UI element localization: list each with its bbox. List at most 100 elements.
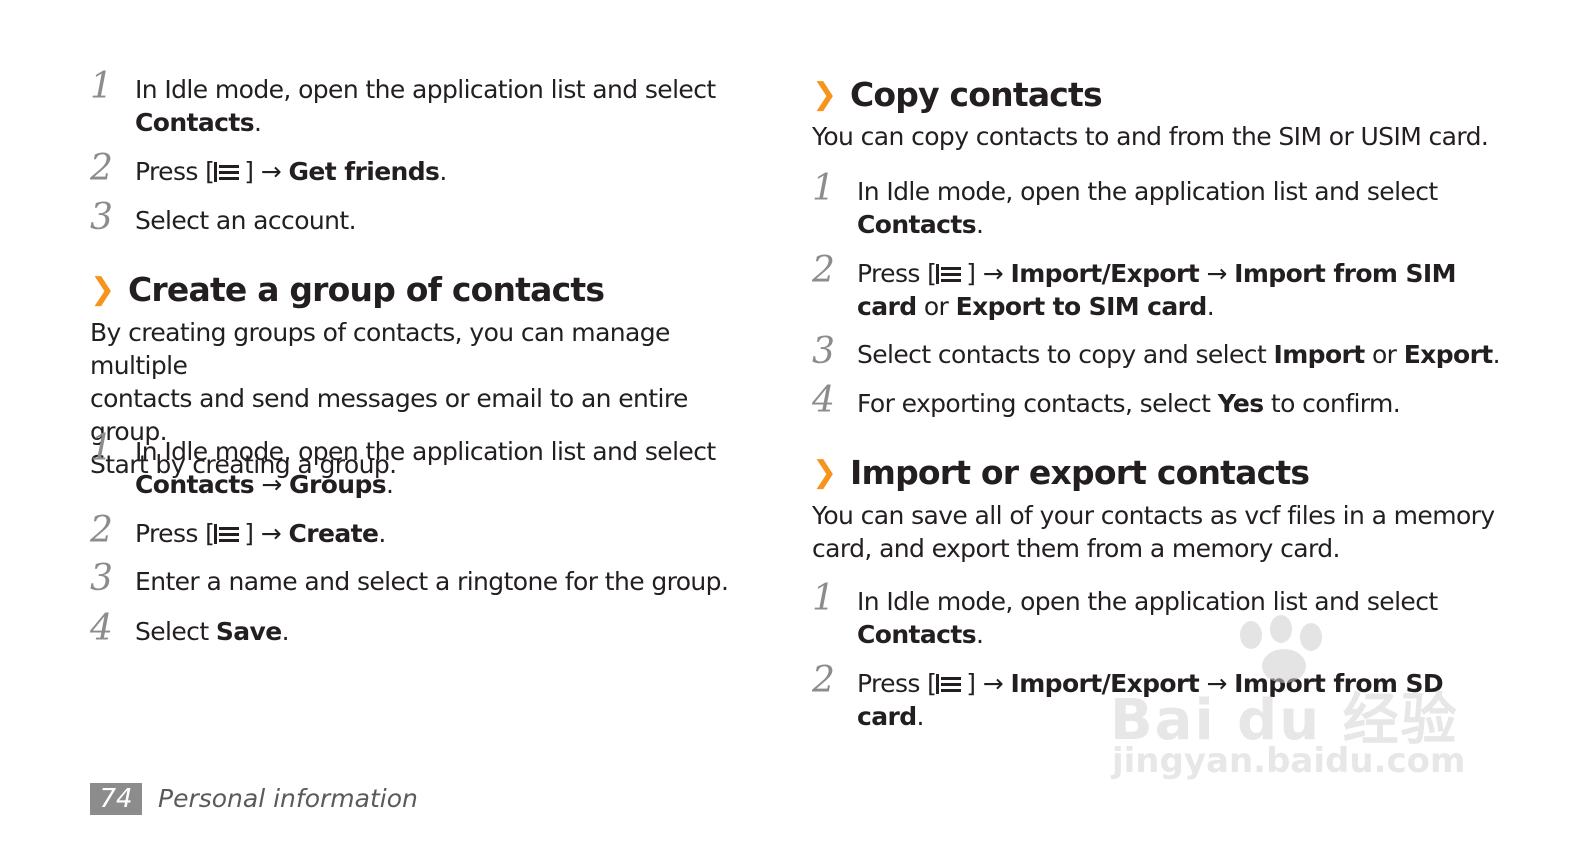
text-run: . xyxy=(254,108,262,137)
section-description: You can copy contacts to and from the SI… xyxy=(812,120,1512,153)
step-text: Enter a name and select a ringtone for t… xyxy=(135,565,750,598)
section-title: Copy contacts xyxy=(850,75,1103,114)
step-number: 1 xyxy=(90,428,113,469)
step-number: 3 xyxy=(90,197,113,238)
bold-term: Create xyxy=(288,519,379,548)
text-run: Press [ xyxy=(135,157,215,186)
section-title: Create a group of contacts xyxy=(128,270,605,309)
text-run: . xyxy=(281,617,290,646)
step-text: In Idle mode, open the application list … xyxy=(135,73,750,139)
bold-term: Save xyxy=(215,617,282,646)
text-run: . xyxy=(976,210,984,239)
text-run: In Idle mode, open the application list … xyxy=(135,75,716,104)
text-run: to confirm. xyxy=(1263,389,1401,418)
step-number: 1 xyxy=(812,168,835,209)
text-run: . xyxy=(1206,292,1215,321)
menu-key-icon xyxy=(214,162,244,182)
step-text: In Idle mode, open the application list … xyxy=(857,585,1512,651)
step-number: 3 xyxy=(90,558,113,599)
text-run: . xyxy=(916,702,925,731)
text-run: . xyxy=(1492,340,1501,369)
text-run: ] → xyxy=(966,669,1011,698)
text-run: . xyxy=(378,519,386,548)
step-text: In Idle mode, open the application list … xyxy=(135,435,750,501)
bold-term: Contacts xyxy=(135,108,255,137)
bold-term: Contacts xyxy=(857,620,977,649)
text-run: ] → xyxy=(966,259,1011,288)
bold-term: Export to SIM card xyxy=(955,292,1208,321)
footer-section-name: Personal information xyxy=(158,784,418,813)
bold-term: Import/Export xyxy=(1010,259,1200,288)
bold-term: Contacts xyxy=(857,210,977,239)
section-heading-create-group: ❯ Create a group of contacts xyxy=(90,270,750,310)
step-number: 2 xyxy=(812,250,835,291)
step-text: Select contacts to copy and select Impor… xyxy=(857,338,1512,371)
step-text: For exporting contacts, select Yes to co… xyxy=(857,387,1512,420)
step-text: Select Save. xyxy=(135,615,750,648)
menu-key-icon xyxy=(214,524,244,544)
description-line: Start by creating a group. xyxy=(90,450,397,479)
text-run: In Idle mode, open the application list … xyxy=(857,587,1438,616)
menu-key-icon xyxy=(936,674,966,694)
section-description: You can save all of your contacts as vcf… xyxy=(812,499,1512,565)
step-text: Press [ ] → Create. xyxy=(135,517,750,550)
text-run: In Idle mode, open the application list … xyxy=(857,177,1438,206)
text-run: Press [ xyxy=(857,669,937,698)
bold-term: Import/Export xyxy=(1010,669,1200,698)
watermark-brand: Bai du 经验 xyxy=(1110,688,1459,753)
step-number: 2 xyxy=(90,510,113,551)
bold-term: Contacts xyxy=(135,470,255,499)
section-description: By creating groups of contacts, you can … xyxy=(90,316,750,481)
bold-term: Import xyxy=(1273,340,1366,369)
chevron-right-icon: ❯ xyxy=(812,455,838,490)
description-line: card, and export them from a memory card… xyxy=(812,534,1340,563)
description-line: contacts and send messages or email to a… xyxy=(90,384,688,446)
baidu-watermark: Bai du 经验 jingyan.baidu.com xyxy=(1110,615,1480,790)
text-run: Press [ xyxy=(135,519,215,548)
text-run: . xyxy=(976,620,984,649)
text-run: Enter a name and select a ringtone for t… xyxy=(135,567,729,596)
step-number: 4 xyxy=(812,380,835,421)
text-run: Select an account. xyxy=(135,206,357,235)
step-text: Select an account. xyxy=(135,204,750,237)
text-run: → xyxy=(254,470,290,499)
step-number: 1 xyxy=(90,66,113,107)
text-run: or xyxy=(916,292,956,321)
watermark-url: jingyan.baidu.com xyxy=(1112,741,1466,781)
text-run: Select contacts to copy and select xyxy=(857,340,1274,369)
description-line: You can copy contacts to and from the SI… xyxy=(812,122,1489,151)
text-run: . xyxy=(386,470,394,499)
step-number: 1 xyxy=(812,578,835,619)
text-run: Select xyxy=(135,617,216,646)
bold-term: Get friends xyxy=(288,157,440,186)
text-run: Press [ xyxy=(857,259,937,288)
text-run: ] → xyxy=(244,157,289,186)
text-run: → xyxy=(1199,669,1235,698)
description-line: You can save all of your contacts as vcf… xyxy=(812,501,1495,530)
text-run: In Idle mode, open the application list … xyxy=(135,437,716,466)
menu-key-icon xyxy=(936,264,966,284)
text-run: ] → xyxy=(244,519,289,548)
step-text: Press [] → Get friends. xyxy=(135,155,750,188)
step-text: Press [] → Import/Export → Import from S… xyxy=(857,257,1512,323)
step-number: 3 xyxy=(812,331,835,372)
bold-term: Export xyxy=(1403,340,1494,369)
text-run: or xyxy=(1364,340,1404,369)
bold-term: card xyxy=(857,292,917,321)
chevron-right-icon: ❯ xyxy=(90,272,116,307)
step-number: 2 xyxy=(90,148,113,189)
section-heading-import-export: ❯ Import or export contacts xyxy=(812,453,1512,493)
text-run: For exporting contacts, select xyxy=(857,389,1218,418)
step-text: In Idle mode, open the application list … xyxy=(857,175,1512,241)
step-text: Press [ ] → Import/Export → Import from S… xyxy=(857,667,1512,733)
section-title: Import or export contacts xyxy=(850,453,1310,492)
description-line: By creating groups of contacts, you can … xyxy=(90,318,670,380)
paw-logo-icon xyxy=(1222,615,1342,685)
bold-term: Import from SD card xyxy=(857,669,1444,731)
bold-term: Yes xyxy=(1217,389,1264,418)
section-heading-copy-contacts: ❯ Copy contacts xyxy=(812,75,1512,115)
page-footer: 74 Personal information xyxy=(90,783,490,815)
bold-term: Import from SIM xyxy=(1234,259,1456,288)
chevron-right-icon: ❯ xyxy=(812,77,838,112)
page-number-badge: 74 xyxy=(90,783,142,815)
